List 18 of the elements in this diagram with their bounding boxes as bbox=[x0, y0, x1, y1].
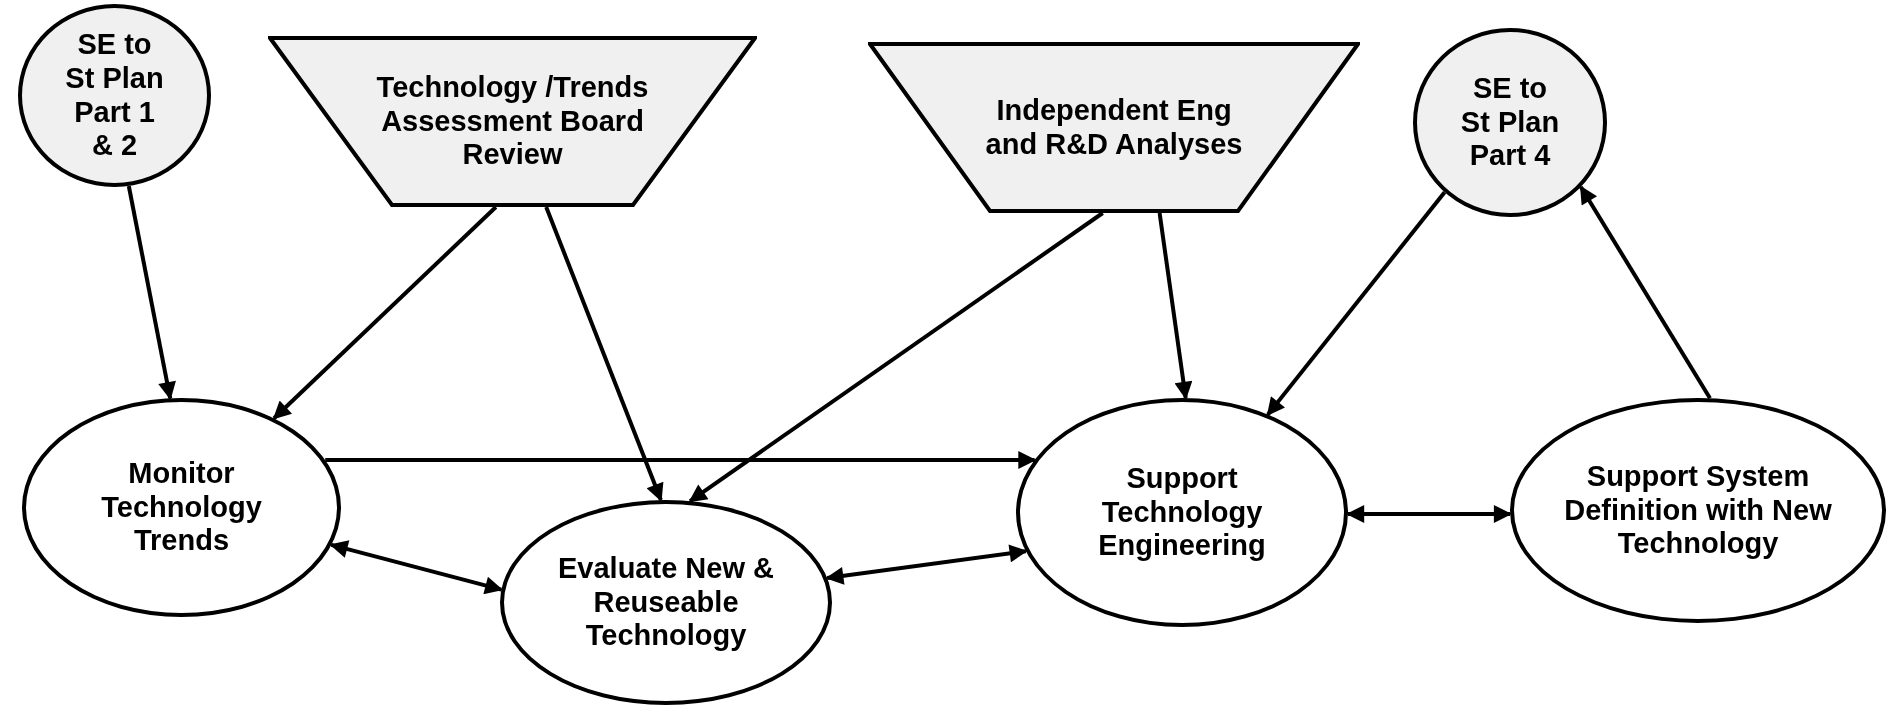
arrow bbox=[126, 185, 176, 401]
double-arrow bbox=[1346, 505, 1512, 523]
node-label: Support System Definition with New Technology bbox=[1563, 459, 1833, 562]
arrow bbox=[272, 205, 498, 420]
node-label: Support Technology Engineering bbox=[1097, 461, 1267, 564]
node-label: Evaluate New & Reuseable Technology bbox=[557, 551, 775, 654]
node-label: Technology /Trends Assessment Board Review bbox=[375, 70, 650, 173]
trapezoid-box bbox=[268, 36, 757, 207]
arrow bbox=[1266, 191, 1447, 416]
arrow bbox=[1579, 185, 1712, 400]
node-label: SE to St Plan Part 4 bbox=[1459, 71, 1561, 174]
node-label: Independent Eng and R&D Analyses bbox=[984, 93, 1244, 162]
arrow bbox=[544, 206, 664, 502]
trapezoid-box bbox=[868, 42, 1360, 213]
node-label: SE to St Plan Part 1 & 2 bbox=[64, 27, 165, 164]
arrow bbox=[1157, 212, 1193, 400]
node-label: Monitor Technology Trends bbox=[100, 456, 263, 559]
arrow bbox=[688, 211, 1104, 503]
